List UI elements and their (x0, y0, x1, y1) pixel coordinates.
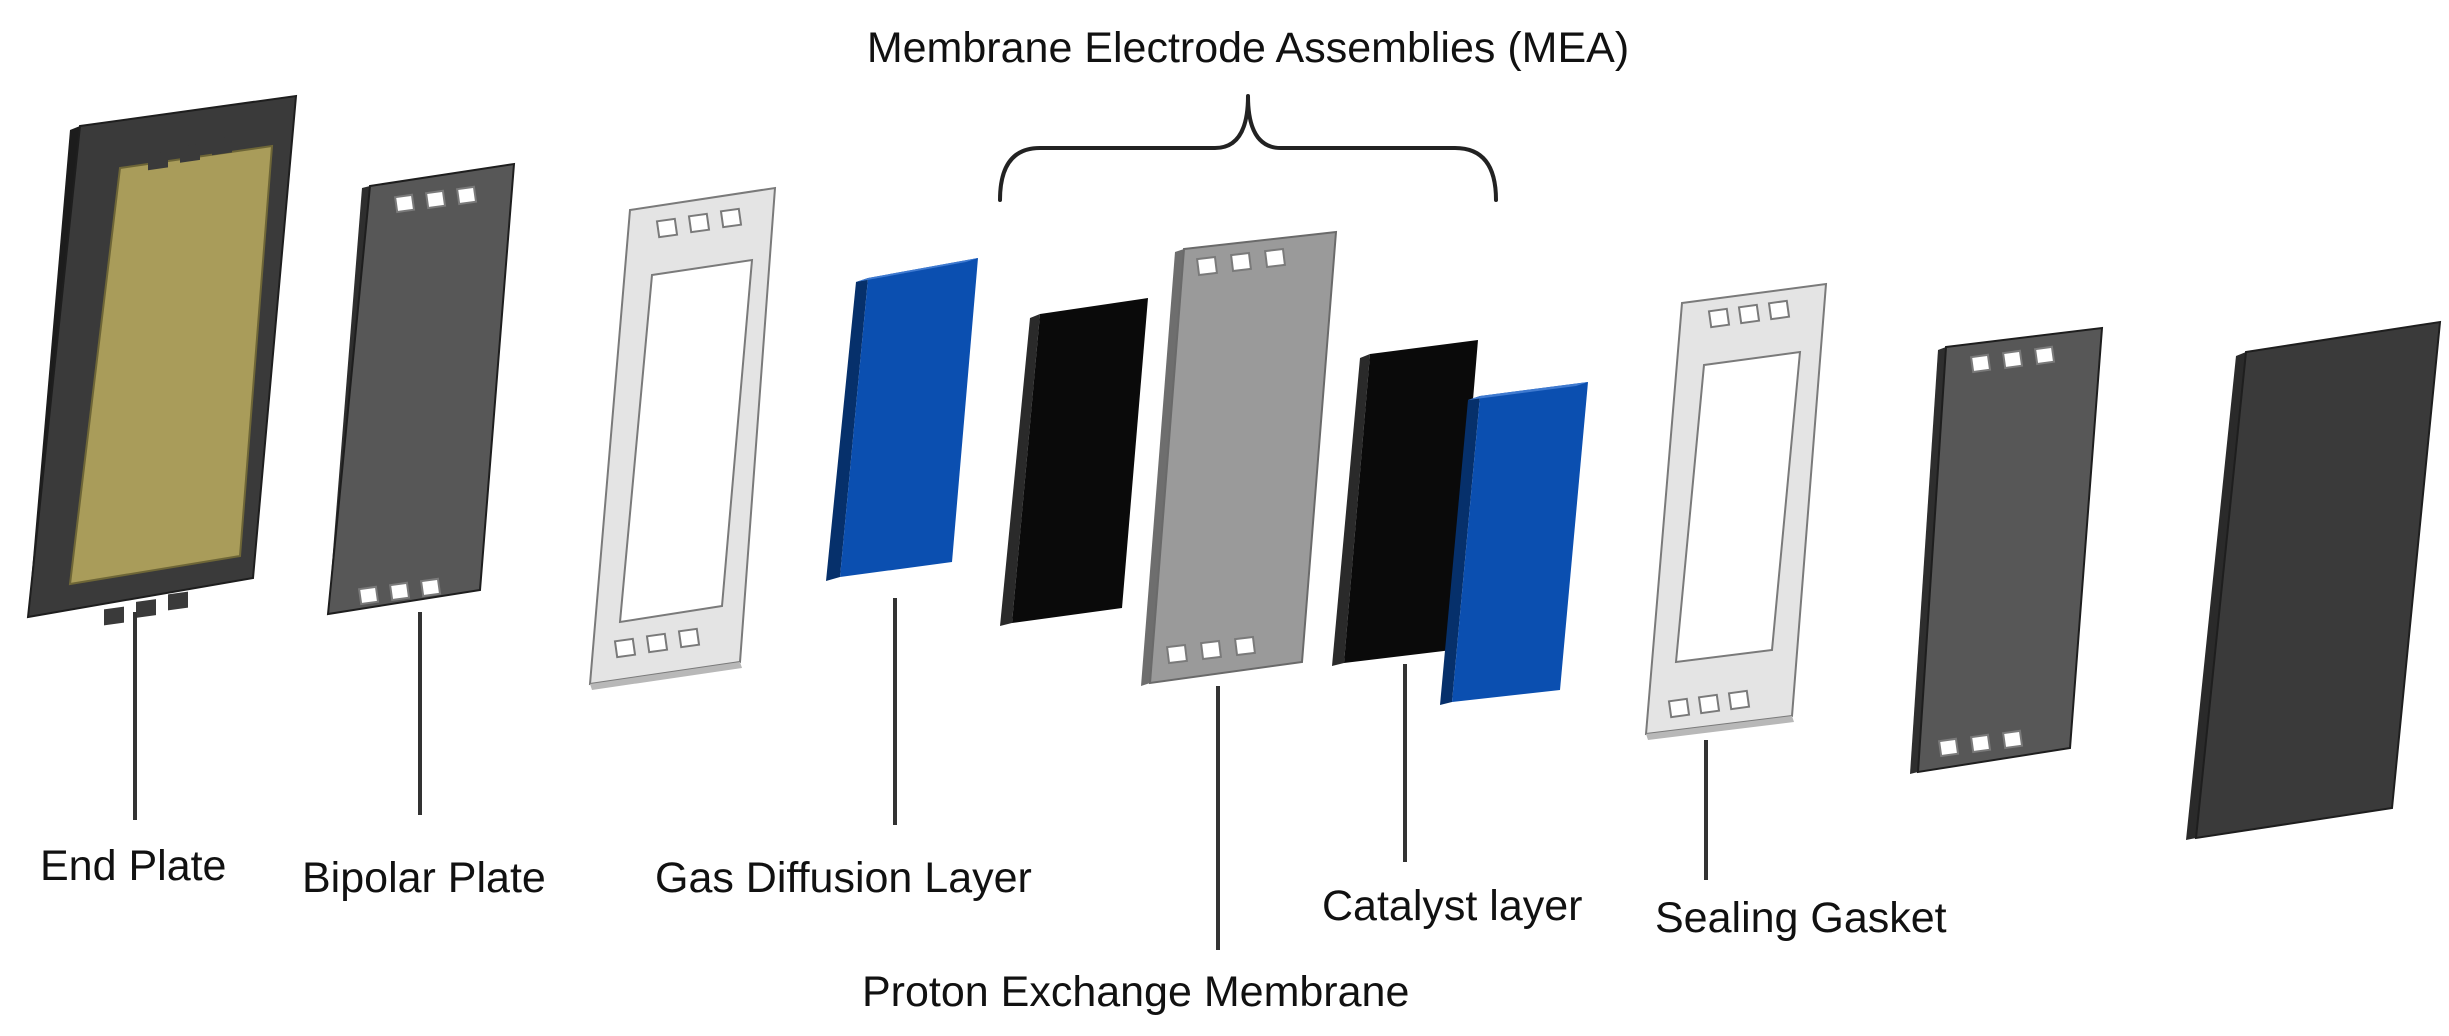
mea-brace (998, 94, 1498, 202)
label-proton-exchange-membrane: Proton Exchange Membrane (862, 968, 1409, 1016)
end-plate-port (136, 599, 156, 618)
gasket-port (687, 212, 711, 234)
bipolar-plate-port (419, 577, 442, 598)
sealing-gasket-right (1644, 282, 1828, 740)
membrane-port (1199, 639, 1223, 661)
catalyst-layer-right (1332, 340, 1478, 666)
gasket-port (1697, 693, 1721, 715)
gasket-port (1727, 689, 1751, 711)
gasket-port (1767, 299, 1791, 321)
gasket-port (1707, 307, 1731, 329)
bipolar-plate-right (1910, 326, 2104, 774)
bipolar-plate-side (1910, 347, 1946, 774)
label-gas-diffusion-layer: Gas Diffusion Layer (655, 854, 1032, 902)
membrane-port (1229, 251, 1253, 273)
bipolar-plate-port (2001, 729, 2024, 750)
gasket-port (677, 627, 701, 649)
mea-label: Membrane Electrode Assemblies (MEA) (867, 24, 1629, 72)
bipolar-plate-face (1916, 326, 2104, 774)
gdl-face (1452, 382, 1588, 702)
gasket-port (645, 632, 669, 654)
end-plate-port (148, 151, 168, 171)
end-plate-right-face (2194, 320, 2442, 840)
gasket-port (1737, 303, 1761, 325)
catalyst-face (1012, 298, 1148, 623)
end-plate-right-side (2186, 352, 2246, 840)
membrane-face (1148, 230, 1338, 685)
bipolar-plate-port (2033, 345, 2056, 366)
gasket-port (719, 207, 743, 229)
gasket-frame (588, 186, 777, 686)
bipolar-plate-port (424, 189, 447, 210)
gasket-port (655, 217, 679, 239)
gdl-top (856, 258, 978, 282)
gasket-port (613, 637, 637, 659)
gasket-side (1646, 716, 1794, 740)
catalyst-side (1332, 354, 1370, 666)
membrane-port (1233, 635, 1257, 657)
membrane-port (1195, 255, 1219, 277)
bipolar-plate-port (2001, 349, 2024, 370)
end-plate-port (180, 143, 200, 163)
bipolar-plate-port (388, 581, 411, 602)
bipolar-plate-left (326, 162, 516, 616)
gdl-face (840, 258, 978, 577)
end-plate-port (104, 606, 124, 626)
gasket-port (1667, 697, 1691, 719)
label-sealing-gasket: Sealing Gasket (1655, 894, 1947, 942)
gdl-side (826, 278, 868, 581)
gas-diffusion-layer-left (826, 258, 978, 581)
bipolar-plate-port (1937, 737, 1960, 758)
end-plate-port (212, 136, 232, 156)
label-bipolar-plate: Bipolar Plate (302, 854, 546, 902)
gdl-top (1468, 382, 1588, 400)
proton-exchange-membrane (1141, 230, 1338, 686)
bipolar-plate-port (357, 585, 380, 606)
bipolar-plate-port (393, 193, 416, 214)
gasket-side (590, 662, 742, 690)
catalyst-layer-left (1000, 298, 1148, 626)
sealing-gasket-left (588, 186, 777, 690)
label-catalyst-layer: Catalyst layer (1322, 882, 1582, 930)
end-plate (26, 94, 298, 626)
end-plate-right (2186, 320, 2442, 840)
membrane-port (1263, 247, 1287, 269)
catalyst-face (1344, 340, 1478, 663)
catalyst-side (1000, 314, 1040, 626)
bipolar-plate-face (326, 162, 516, 616)
membrane-port (1165, 643, 1189, 665)
label-end-plate: End Plate (40, 842, 226, 890)
bipolar-plate-port (1969, 733, 1992, 754)
gasket-frame (1644, 282, 1828, 736)
bipolar-plate-port (1969, 353, 1992, 374)
end-plate-port (168, 591, 188, 611)
gas-diffusion-layer-right (1440, 382, 1588, 705)
gdl-side (1440, 396, 1480, 705)
membrane-side (1141, 249, 1184, 686)
bipolar-plate-port (455, 185, 478, 206)
